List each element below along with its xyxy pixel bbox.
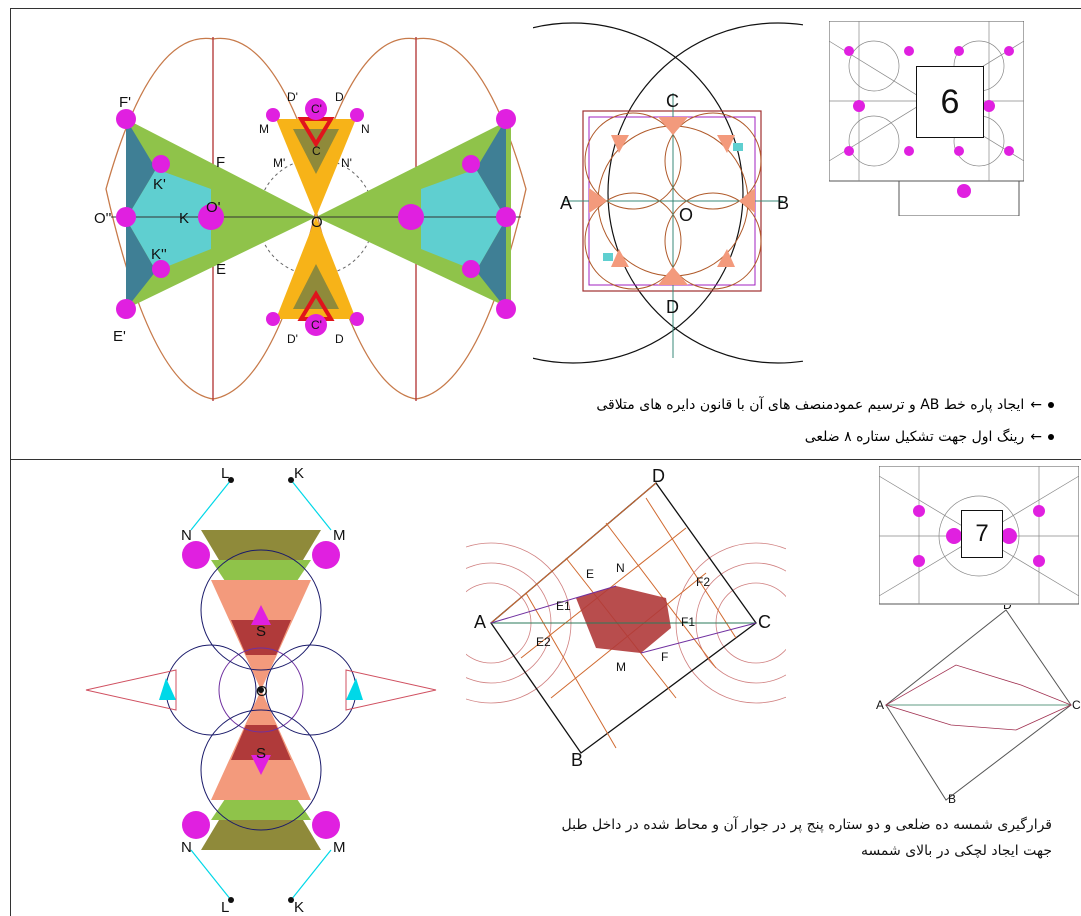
label-o: O [679, 205, 693, 225]
bottom-panel: L K N M S O S N M L K A B C D E N E1 E2 … [10, 459, 1081, 916]
bullet-dot-1 [1048, 402, 1054, 408]
label-c-top: C [312, 144, 321, 158]
label-e: E [216, 261, 226, 278]
label-f-prime: F' [119, 94, 131, 111]
thumb-number-seven-text: 7 [975, 520, 989, 547]
label-e2: E2 [536, 635, 551, 649]
label-c-prime-bottom: C' [311, 318, 322, 332]
label-l-bottom: L [221, 899, 229, 916]
label-m-prime: M' [273, 156, 285, 170]
label-d-prime-bottom: D' [287, 332, 298, 346]
label-d: D [666, 297, 679, 317]
outline-label-a: A [876, 698, 884, 712]
label-c: C [758, 612, 771, 632]
arrow-icon: ← [1030, 397, 1042, 413]
label-m-top: M [333, 527, 346, 544]
label-n: N [616, 561, 625, 575]
bottom-left-diagram: L K N M S O S N M L K [85, 465, 437, 916]
caption-line-1: قرارگیری شمسه ده ضلعی و دو ستاره پنج پر … [561, 817, 1052, 833]
label-k: K [179, 210, 189, 227]
label-l-top: L [221, 465, 229, 482]
label-n-bottom: N [181, 839, 192, 856]
label-d-prime-top: D' [287, 90, 298, 104]
label-d-bottom: D [335, 332, 344, 346]
outline-label-c: C [1072, 698, 1081, 712]
top-bullet-2: ← رینگ اول جهت تشکیل ستاره ۸ ضلعی [805, 429, 1054, 445]
label-s-top: S [256, 623, 266, 640]
bullet-text-1: ایجاد پاره خط AB و ترسیم عمودمنصف های آن… [596, 397, 1025, 413]
label-k-double-prime: K'' [151, 246, 167, 263]
label-e-prime: E' [113, 328, 126, 345]
bottom-center-diagram: A B C D E N E1 E2 F F1 F2 M [466, 468, 786, 768]
label-d-top: D [335, 90, 344, 104]
label-a: A [560, 193, 572, 213]
thumb-number-six: 6 [916, 66, 984, 138]
label-n-top: N [361, 122, 370, 136]
label-f1: F1 [681, 615, 695, 629]
bottom-right-outline: A C D B [876, 605, 1081, 805]
label-k-bottom: K [294, 899, 304, 916]
top-center-diagram: A B C D O [533, 22, 803, 364]
outline-label-b: B [948, 792, 956, 805]
label-f2: F2 [696, 575, 710, 589]
bullet-text-2: رینگ اول جهت تشکیل ستاره ۸ ضلعی [804, 429, 1025, 445]
label-f: F [661, 650, 668, 664]
label-o-double-prime: O'' [94, 210, 112, 227]
label-c: C [666, 91, 679, 111]
label-d: D [652, 468, 665, 486]
label-n-top: N [181, 527, 192, 544]
bottom-caption: قرارگیری شمسه ده ضلعی و دو ستاره پنج پر … [492, 812, 1052, 864]
label-b: B [571, 750, 583, 768]
label-b: B [777, 193, 789, 213]
label-o: O [311, 214, 323, 231]
label-e1: E1 [556, 599, 571, 613]
label-k-prime: K' [153, 176, 166, 193]
label-n-prime: N' [341, 156, 352, 170]
caption-line-2: جهت ایجاد لچکی در بالای شمسه [860, 843, 1052, 859]
top-bullet-1: ← ایجاد پاره خط AB و ترسیم عمودمنصف های … [596, 397, 1054, 413]
label-k-top: K [294, 465, 304, 482]
label-e: E [586, 567, 594, 581]
arrow-icon: ← [1030, 429, 1042, 445]
label-c-prime-top: C' [311, 102, 322, 116]
bullet-dot-2 [1048, 434, 1054, 440]
thumb-number-six-text: 6 [940, 82, 960, 121]
outline-label-d: D [1003, 605, 1012, 612]
label-m: M [616, 660, 626, 674]
label-m-top: M [259, 122, 269, 136]
label-f: F [216, 154, 225, 171]
label-o-center: O [256, 683, 268, 700]
label-o-prime: O' [206, 199, 221, 216]
label-m-bottom: M [333, 839, 346, 856]
top-panel: F' F K' O'' K O' O K'' E E' D' C' D M N … [10, 8, 1081, 459]
thumb-number-seven: 7 [961, 510, 1003, 558]
label-a: A [474, 612, 486, 632]
top-left-diagram: F' F K' O'' K O' O K'' E E' D' C' D M N … [94, 37, 527, 401]
label-s-bottom: S [256, 745, 266, 762]
